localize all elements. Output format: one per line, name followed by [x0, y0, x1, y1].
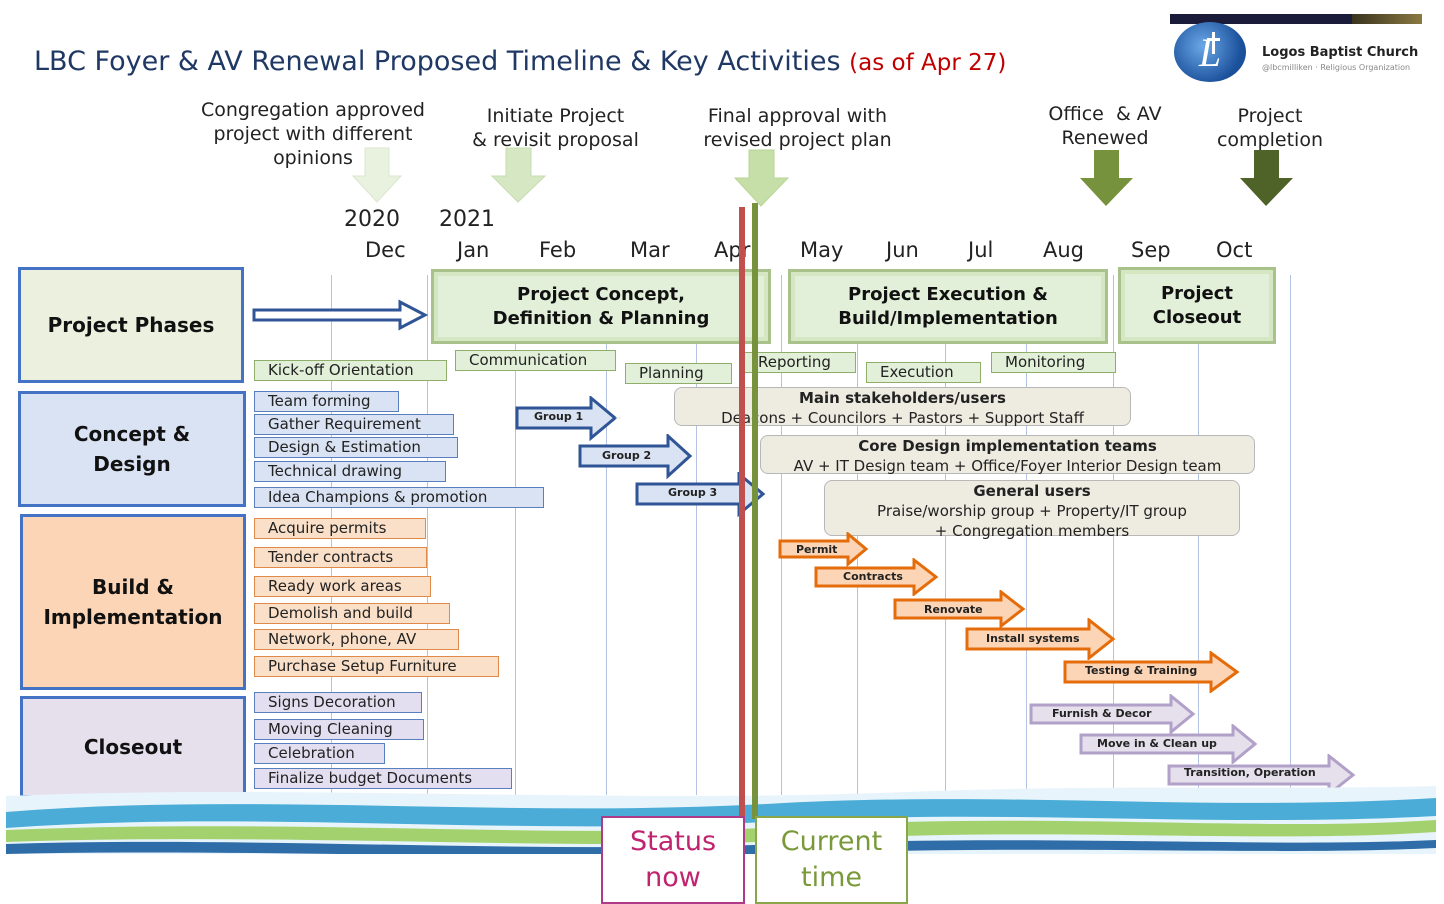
logo-banner [1170, 14, 1422, 24]
svg-text:L: L [1198, 30, 1221, 75]
phase-header-concept: Project Concept, Definition & Planning [431, 269, 771, 344]
milestone-final-approval: Final approval with revised project plan [703, 105, 892, 151]
gridline [606, 275, 607, 795]
stage-label: Kick-off Orientation [254, 360, 447, 381]
milestone-congregation-approved: Congregation approved project with diffe… [201, 99, 425, 169]
status-now-box: Status now [601, 816, 745, 904]
furnish-decor-arrow-icon [1029, 694, 1196, 734]
group1-label: Group 1 [534, 410, 584, 423]
month-label: Oct [1216, 238, 1253, 262]
month-label: Jul [968, 238, 994, 262]
milestone-office-av-renewed: Office & AV Renewed [1048, 103, 1162, 149]
build-item: Tender contracts [254, 547, 427, 568]
month-label: May [800, 238, 844, 262]
furnish-decor-label: Furnish & Decor [1052, 707, 1152, 720]
contracts-arrow-icon [814, 558, 939, 596]
testing-training-label: Testing & Training [1085, 664, 1198, 677]
group3-label: Group 3 [668, 486, 718, 499]
renovate-arrow-icon [893, 590, 1026, 628]
gridline [781, 275, 782, 795]
stage-label: Planning [625, 363, 732, 384]
concept-item: Gather Requirement [254, 414, 454, 435]
gridline [1290, 275, 1291, 795]
concept-item: Team forming [254, 391, 399, 412]
page-title: LBC Foyer & AV Renewal Proposed Timeline… [34, 46, 1006, 77]
gridline [515, 275, 516, 795]
phase-header-execution: Project Execution & Build/Implementation [788, 269, 1108, 344]
stage-label: Communication [455, 350, 616, 371]
move-in-label: Move in & Clean up [1097, 737, 1217, 750]
phase-closeout: Closeout [20, 696, 246, 798]
month-label: Dec [365, 238, 406, 262]
build-item: Purchase Setup Furniture [254, 656, 499, 677]
church-handle: @lbcmilliken · Religious Organization [1262, 63, 1411, 72]
current-time-box: Current time [755, 816, 908, 904]
phase-build-implementation: Build & Implementation [20, 514, 246, 690]
testing-training-arrow-icon [1063, 651, 1240, 693]
stage-label: Execution [866, 362, 981, 383]
right-arrow-icon [252, 299, 429, 331]
transition-operation-label: Transition, Operation [1184, 766, 1316, 779]
closeout-item: Celebration [254, 743, 385, 764]
group2-label: Group 2 [602, 449, 652, 462]
install-systems-arrow-icon [965, 618, 1116, 660]
church-logo-icon: L [1174, 22, 1246, 82]
down-arrow-icon [351, 147, 403, 203]
concept-item: Design & Estimation [254, 437, 458, 458]
build-item: Network, phone, AV [254, 629, 459, 650]
closeout-item: Signs Decoration [254, 692, 422, 713]
install-systems-label: Install systems [986, 632, 1080, 645]
month-label: Jun [886, 238, 919, 262]
month-label: Jan [457, 238, 490, 262]
status-now-line [739, 207, 745, 819]
group2-arrow-icon [578, 434, 693, 480]
concept-item: Idea Champions & promotion [254, 487, 544, 508]
closeout-item: Moving Cleaning [254, 719, 424, 740]
down-arrow-icon [1240, 150, 1293, 206]
year-label: 2020 [344, 207, 400, 232]
concept-item: Technical drawing [254, 461, 446, 482]
closeout-item: Finalize budget Documents [254, 768, 512, 789]
gridline [696, 275, 697, 795]
group1-arrow-icon [515, 396, 620, 442]
phase-header-closeout: Project Closeout [1118, 267, 1276, 344]
down-arrow-icon [733, 149, 790, 207]
milestone-initiate-project: Initiate Project & revisit proposal [472, 105, 639, 151]
transition-operation-arrow-icon [1167, 754, 1356, 796]
title-text: LBC Foyer & AV Renewal Proposed Timeline… [34, 46, 841, 77]
month-label: Mar [630, 238, 670, 262]
renovate-label: Renovate [924, 603, 983, 616]
title-date: (as of Apr 27) [849, 50, 1007, 76]
stage-label: Monitoring [991, 352, 1116, 373]
contracts-label: Contracts [843, 570, 903, 583]
build-item: Acquire permits [254, 518, 426, 539]
permit-arrow-icon [778, 532, 869, 568]
gridline [427, 275, 428, 795]
move-in-arrow-icon [1079, 724, 1258, 764]
stage-label: Reporting [744, 352, 856, 373]
permit-label: Permit [796, 543, 838, 556]
down-arrow-icon [1080, 150, 1133, 206]
current-time-line [752, 203, 758, 819]
phase-project-phases: Project Phases [18, 267, 244, 383]
month-label: Feb [539, 238, 577, 262]
milestone-project-completion: Project completion [1216, 105, 1323, 151]
phase-concept-design: Concept & Design [18, 391, 246, 507]
build-item: Ready work areas [254, 576, 431, 597]
church-name: Logos Baptist Church [1262, 45, 1419, 60]
year-label: 2021 [439, 207, 495, 232]
month-label: Aug [1043, 238, 1085, 262]
down-arrow-icon [490, 147, 547, 203]
month-label: Sep [1131, 238, 1171, 262]
build-item: Demolish and build [254, 603, 450, 624]
